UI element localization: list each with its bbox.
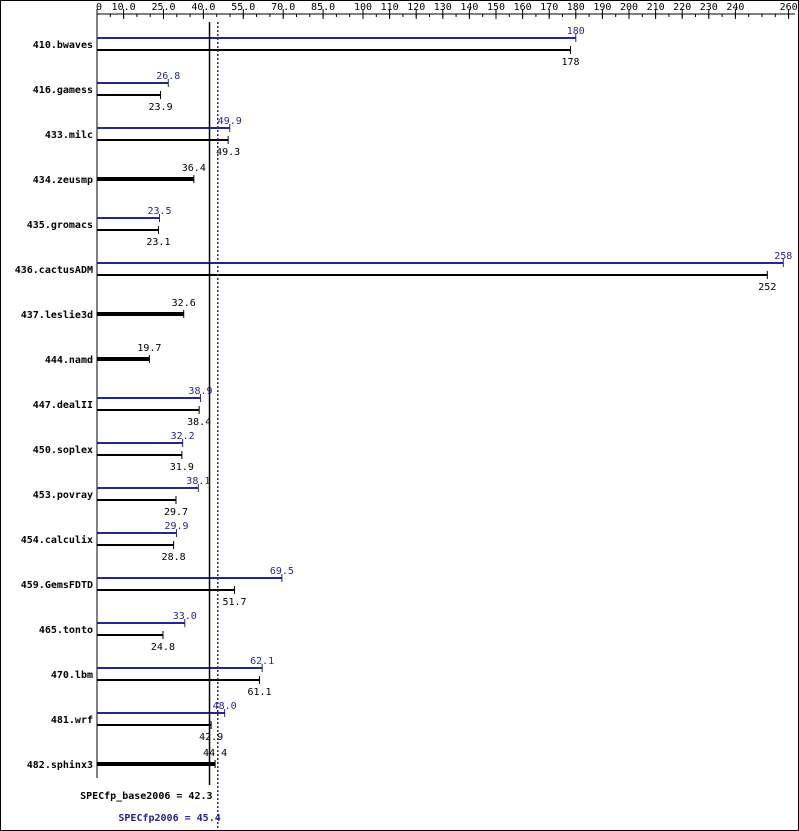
x-tick-label: 230 [700,2,718,13]
x-tick-label: 0 [96,2,102,13]
base-value-label: 61.1 [247,687,271,698]
x-tick-label: 190 [593,2,611,13]
base-value-label: 29.7 [164,507,188,518]
base-value-label: 19.7 [137,343,161,354]
benchmark-label: 453.povray [33,490,93,501]
benchmark-label: 470.lbm [51,670,93,681]
benchmark-label: 416.gamess [33,85,93,96]
x-tick-label: 55.0 [231,2,255,13]
benchmark-label: 447.dealII [33,400,93,411]
benchmark-label: 454.calculix [21,534,93,546]
peak-value-label: 62.1 [250,656,274,667]
x-tick-label: 170 [540,2,558,13]
base-value-label: 44.4 [203,748,227,759]
x-tick-label: 260 [780,2,798,13]
peak-value-label: 29.9 [164,521,188,532]
base-value-label: 36.4 [182,163,206,174]
x-tick-label: 10.0 [112,2,136,13]
benchmark-label: 410.bwaves [33,40,93,51]
benchmark-label: 465.tonto [39,625,93,636]
base-value-label: 49.3 [216,147,240,158]
base-summary-label: SPECfp_base2006 = 42.3 [80,791,212,802]
peak-value-label: 258 [774,251,792,262]
peak-value-label: 23.5 [147,206,171,217]
peak-value-label: 38.1 [186,476,210,487]
x-tick-label: 160 [514,2,532,13]
base-value-label: 28.8 [162,552,186,563]
benchmark-label: 436.cactusADM [15,265,93,276]
base-value-label: 24.8 [151,642,175,653]
x-tick-label: 200 [620,2,638,13]
base-value-label: 31.9 [170,462,194,473]
base-value-label: 32.6 [172,298,196,309]
x-tick-label: 240 [726,2,744,13]
peak-value-label: 32.2 [171,431,195,442]
x-tick-label: 110 [381,2,399,13]
base-value-label: 23.9 [149,102,173,113]
peak-value-label: 48.0 [213,701,237,712]
base-value-label: 42.9 [199,732,223,743]
x-tick-label: 100 [354,2,372,13]
peak-value-label: 180 [567,26,585,37]
peak-summary-label: SPECfp2006 = 45.4 [118,813,220,824]
x-tick-label: 120 [407,2,425,13]
peak-value-label: 38.9 [188,386,212,397]
benchmark-label: 444.namd [45,355,93,366]
peak-value-label: 26.8 [156,71,180,82]
benchmark-label: 437.leslie3d [21,309,93,321]
x-tick-label: 210 [647,2,665,13]
base-value-label: 178 [561,57,579,68]
benchmark-label: 435.gromacs [27,220,93,231]
x-tick-label: 25.0 [151,2,175,13]
x-tick-label: 130 [434,2,452,13]
base-value-label: 51.7 [222,597,246,608]
x-tick-label: 180 [567,2,585,13]
benchmark-label: 450.soplex [33,445,93,456]
peak-value-label: 49.9 [218,116,242,127]
benchmark-label: 459.GemsFDTD [21,580,93,591]
x-tick-label: 70.0 [271,2,295,13]
base-value-label: 38.4 [187,417,211,428]
x-tick-label: 85.0 [311,2,335,13]
benchmark-label: 434.zeusmp [33,175,93,186]
benchmark-label: 481.wrf [51,715,93,726]
x-tick-label: 220 [673,2,691,13]
peak-value-label: 69.5 [270,566,294,577]
base-value-label: 23.1 [146,237,170,248]
x-tick-label: 150 [487,2,505,13]
base-value-label: 252 [758,282,776,293]
benchmark-label: 482.sphinx3 [27,759,93,771]
benchmark-label: 433.milc [45,129,93,141]
x-tick-label: 140 [460,2,478,13]
x-tick-label: 40.0 [191,2,215,13]
peak-value-label: 33.0 [173,611,197,622]
